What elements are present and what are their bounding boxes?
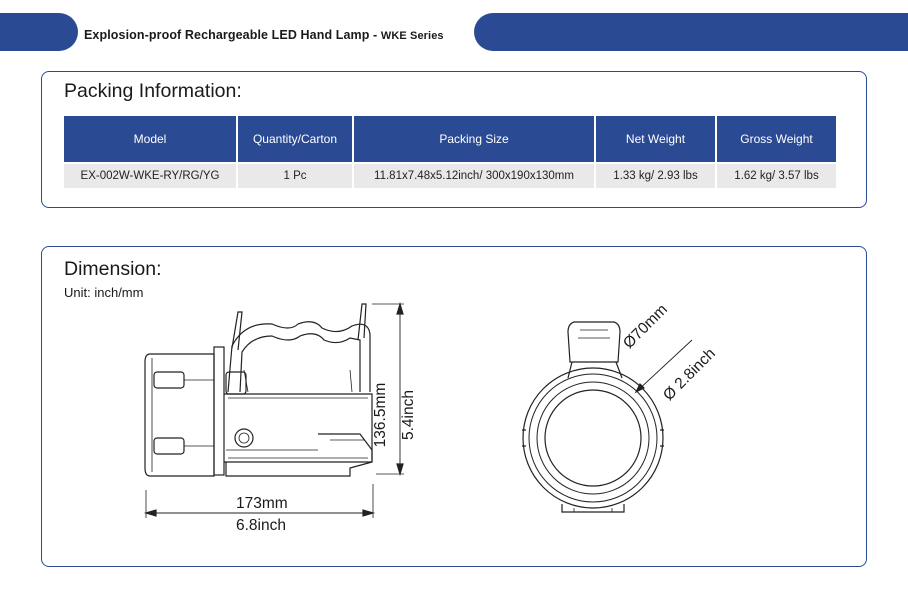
col-quantity: Quantity/Carton <box>237 116 354 163</box>
header-right-bar <box>474 13 908 51</box>
cell-gross-weight: 1.62 kg/ 3.57 lbs <box>716 162 836 188</box>
cell-net-weight: 1.33 kg/ 2.93 lbs <box>595 162 717 188</box>
packing-title: Packing Information: <box>64 80 242 102</box>
col-model: Model <box>64 116 238 163</box>
height-mm-label: 136.5mm <box>372 382 389 448</box>
header-left-bar <box>0 13 78 51</box>
table-row: EX-002W-WKE-RY/RG/YG 1 Pc 11.81x7.48x5.1… <box>64 162 836 188</box>
packing-panel: Packing Information: Model Quantity/Cart… <box>41 71 867 208</box>
page-title: Explosion-proof Rechargeable LED Hand La… <box>84 28 444 42</box>
table-header-row: Model Quantity/Carton Packing Size Net W… <box>64 116 836 163</box>
col-packing-size: Packing Size <box>353 116 596 163</box>
page-title-main: Explosion-proof Rechargeable LED Hand La… <box>84 28 381 42</box>
length-mm-label: 173mm <box>236 495 288 512</box>
unit-label: Unit: inch/mm <box>64 285 144 300</box>
front-view-drawing <box>522 321 693 513</box>
length-inch-label: 6.8inch <box>236 517 286 534</box>
packing-table: Model Quantity/Carton Packing Size Net W… <box>64 116 836 188</box>
side-view-drawing <box>143 301 404 518</box>
cell-quantity: 1 Pc <box>237 162 354 188</box>
col-net-weight: Net Weight <box>595 116 717 163</box>
cell-packing-size: 11.81x7.48x5.12inch/ 300x190x130mm <box>353 162 596 188</box>
cell-model: EX-002W-WKE-RY/RG/YG <box>64 162 238 188</box>
dimension-title: Dimension: <box>64 258 162 280</box>
dimension-panel: Dimension: Unit: inch/mm <box>41 246 867 567</box>
col-gross-weight: Gross Weight <box>716 116 836 163</box>
page-title-series: WKE Series <box>380 30 444 42</box>
height-inch-label: 5.4inch <box>400 390 417 440</box>
